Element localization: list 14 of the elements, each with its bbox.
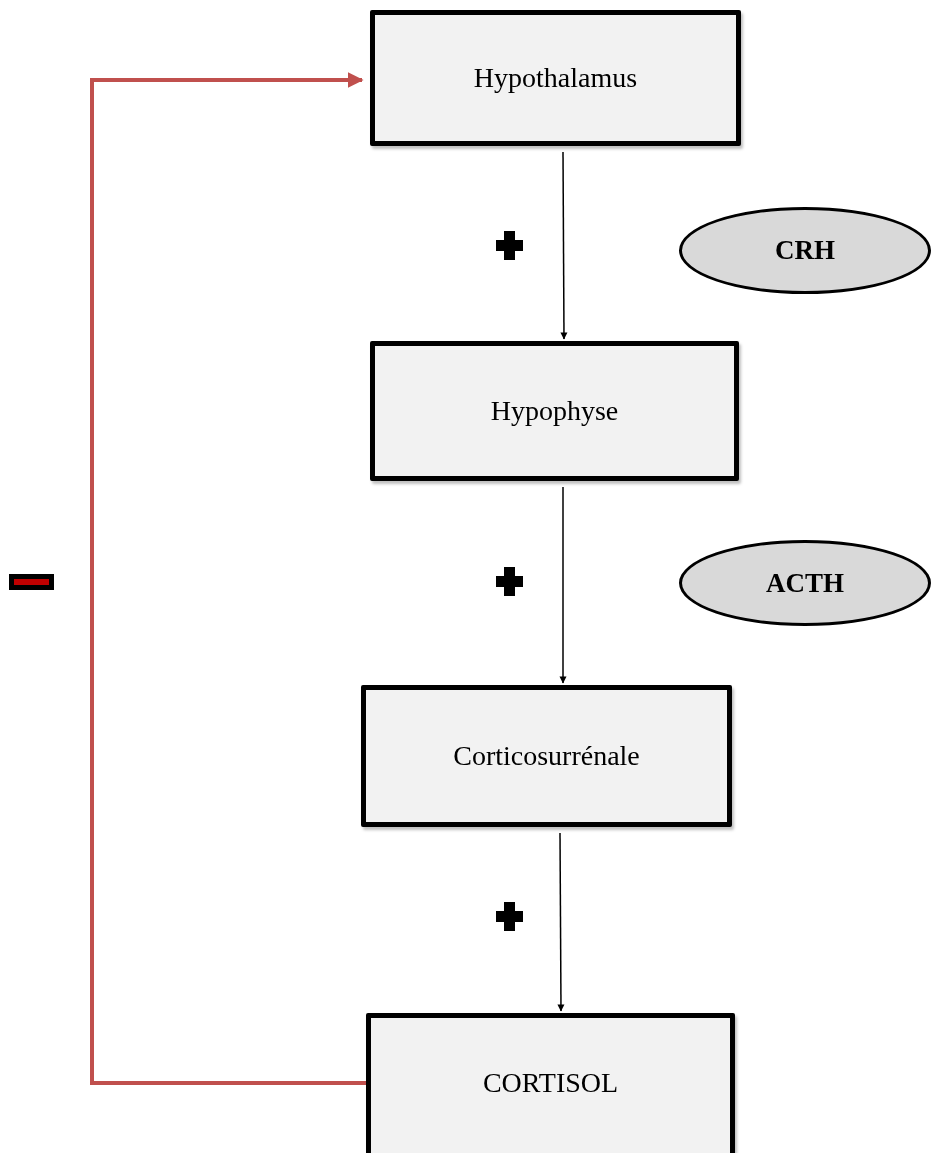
organ-label: Hypothalamus	[473, 62, 638, 94]
organ-label: CORTISOL	[482, 1067, 619, 1099]
organ-box	[366, 1013, 735, 1153]
arrow	[557, 832, 565, 1012]
arrow	[90, 72, 366, 1085]
arrow	[560, 151, 568, 340]
hormone-label: CRH	[775, 235, 835, 266]
organ-box	[370, 341, 739, 481]
organ-label: Corticosurrénale	[453, 740, 640, 772]
arrow	[559, 486, 567, 684]
organ-box	[361, 685, 732, 827]
organ-box	[370, 10, 741, 146]
hormone-label: ACTH	[766, 567, 844, 599]
organ-label: Hypophyse	[490, 395, 619, 427]
